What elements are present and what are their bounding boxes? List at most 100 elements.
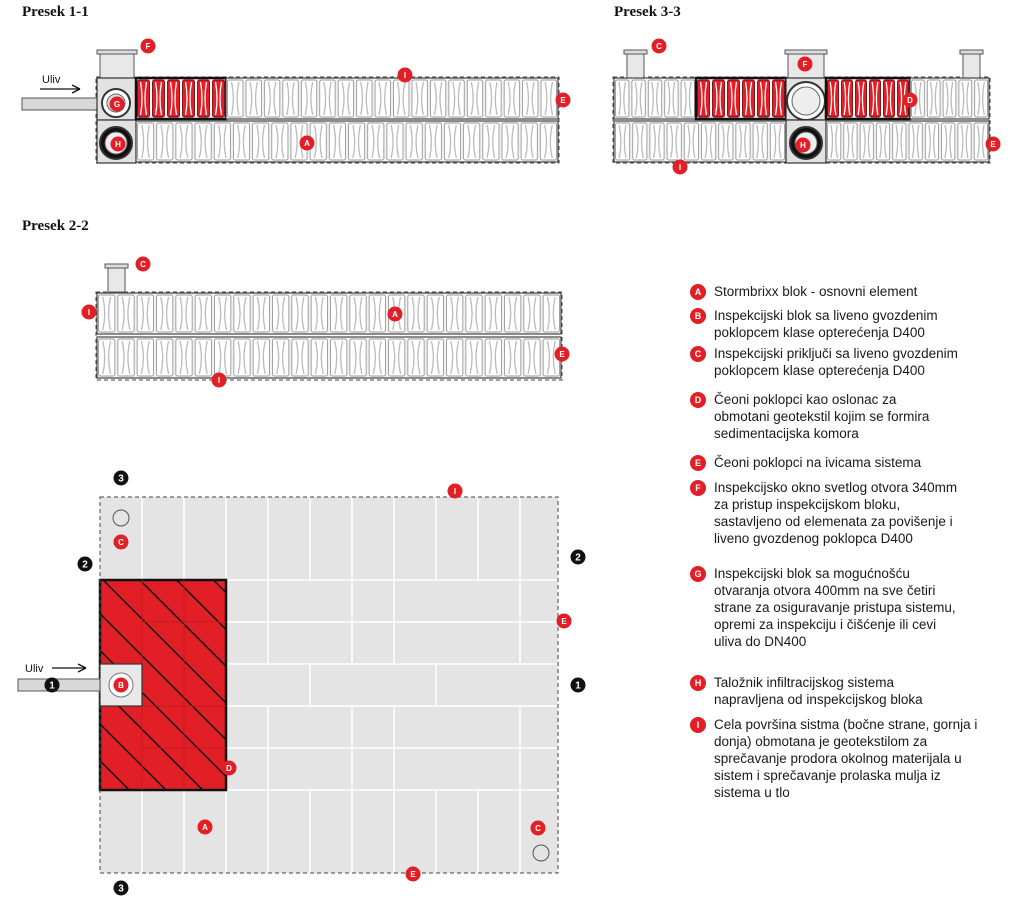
cell-pillar <box>452 81 461 116</box>
label-badge-letter: I <box>218 376 220 385</box>
cell-pillar <box>618 81 627 116</box>
cell-pillar <box>508 296 518 331</box>
block-cell <box>503 79 521 118</box>
block-row <box>825 120 990 163</box>
section-marker-3 <box>113 470 129 486</box>
cell-pillar <box>314 296 324 331</box>
cell-pillar <box>508 340 518 375</box>
cell-pillar <box>977 81 985 116</box>
label-badge-letter: A <box>392 310 398 319</box>
block-cell <box>504 294 522 333</box>
cell-pillar <box>843 81 851 116</box>
cell-pillar <box>738 124 748 159</box>
sediment-cell <box>152 79 165 118</box>
legend-text: Inspekcijski blok sa mogućnošću otvaranj… <box>714 566 956 649</box>
sediment-cell <box>883 79 895 118</box>
cell-pillar <box>140 296 150 331</box>
block-cell <box>942 79 957 118</box>
block-cell <box>664 79 679 118</box>
cell-pillar <box>334 340 344 375</box>
label-badge-a <box>299 135 315 151</box>
section-marker-number: 3 <box>118 474 124 485</box>
cell-pillar <box>651 81 659 116</box>
cell-pillar <box>218 296 228 331</box>
label-badge-e <box>985 136 1001 152</box>
cell-pillar <box>139 81 148 116</box>
cell-pillar <box>469 296 479 331</box>
riser-cap <box>104 263 129 269</box>
label-badge-i <box>447 483 463 499</box>
block-cell <box>426 294 444 333</box>
sediment-cell <box>827 79 839 118</box>
label-badge-letter: E <box>561 617 567 626</box>
cell-pillar <box>218 340 228 375</box>
label-badge-letter: C <box>118 538 124 547</box>
section-marker-number: 3 <box>118 884 124 895</box>
cell-pillar <box>323 81 332 116</box>
legend-badge: E <box>690 455 706 471</box>
block-cell <box>429 79 447 118</box>
cell-pillar <box>544 81 554 116</box>
cell-pillar <box>295 340 305 375</box>
cell-pillar <box>304 81 314 116</box>
block-cell <box>98 338 116 377</box>
label-badge-letter: F <box>803 60 808 69</box>
block-cell <box>272 338 290 377</box>
block-cell <box>393 79 410 118</box>
label-badge-f <box>140 38 156 54</box>
cell-pillar <box>687 124 696 159</box>
cell-pillar <box>353 296 363 331</box>
cell-pillar <box>102 296 112 331</box>
riser-cap <box>623 49 648 55</box>
block-cell <box>924 122 940 161</box>
sediment-cell <box>197 79 210 118</box>
block-cell <box>463 122 481 161</box>
cell-pillar <box>729 81 738 116</box>
geotextile-outline <box>95 291 563 381</box>
block-cell <box>523 294 541 333</box>
sediment-cell <box>137 79 150 118</box>
block-cell <box>958 79 973 118</box>
legend-text: Čeoni poklopci kao oslonac za obmotani g… <box>714 392 930 441</box>
cell-pillar <box>121 296 131 331</box>
cell-pillar <box>237 340 247 375</box>
block-cell <box>300 79 318 118</box>
label-badge-d <box>902 92 918 108</box>
block-cell <box>411 79 428 118</box>
cell-pillar <box>721 124 730 159</box>
cell-pillar <box>256 340 266 375</box>
section-marker-number: 1 <box>575 681 581 692</box>
label-badge-letter: E <box>560 96 566 105</box>
cell-pillar <box>652 124 662 159</box>
cell-pillar <box>862 124 871 159</box>
label-badge-h <box>795 137 811 153</box>
sediment-cell <box>757 79 770 118</box>
cell-pillar <box>217 124 227 159</box>
label-badge-e <box>554 346 570 362</box>
cell-pillar <box>275 124 285 159</box>
section-marker-number: 2 <box>575 553 581 564</box>
block-cell <box>252 294 270 333</box>
block-cell <box>875 122 891 161</box>
inlet-arrow-head <box>77 663 87 673</box>
block-row <box>613 77 697 120</box>
block-cell <box>368 294 386 333</box>
cell-pillar <box>976 124 985 159</box>
block-cell <box>718 122 734 161</box>
sediment-cell <box>697 79 710 118</box>
block-cell <box>649 122 665 161</box>
cell-pillar <box>102 340 112 375</box>
block-cell <box>973 122 988 161</box>
label-badge-letter: B <box>118 681 124 690</box>
block-cell <box>319 79 336 118</box>
cell-pillar <box>527 296 537 331</box>
block-row <box>909 77 990 120</box>
cell-pillar <box>505 124 515 159</box>
legend-text: Inspekcijski blok sa liveno gvozdenim po… <box>714 308 938 340</box>
block-cell <box>465 338 483 377</box>
block-cell <box>388 338 406 377</box>
block-cell <box>348 122 366 161</box>
